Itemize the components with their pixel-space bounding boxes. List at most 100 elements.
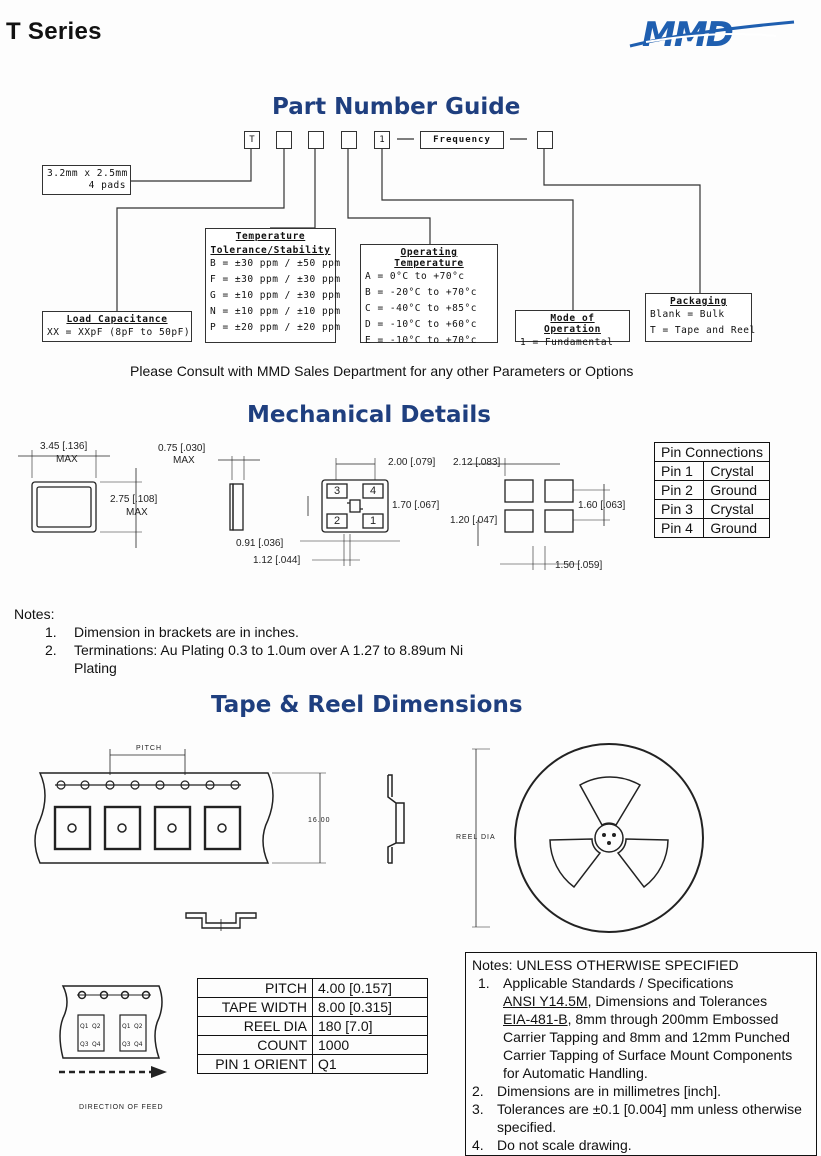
note-item: 2. Terminations: Au Plating 0.3 to 1.0um… [45,641,505,677]
spec-value: Q1 [312,1054,428,1074]
operating-temp-box: Operating Temperature A = 0°C to +70°c B… [360,244,498,346]
orientation-drawing: Q1 Q2 Q3 Q4 Q1 Q2 Q3 Q4 [59,985,167,1078]
dim-160: 1.60 [.063] [578,500,626,511]
dim-max: MAX [56,454,78,465]
tape-width-label: 16.00 [308,817,331,824]
code-box-packaging [537,131,553,149]
optemp-row: E = -10°C to +70°c [365,335,477,346]
dim-120: 1.20 [.047] [450,515,498,526]
note-text: Do not scale drawing. [497,1137,632,1153]
consult-text: Please Consult with MMD Sales Department… [130,363,634,379]
note-text: Dimensions are in millimetres [inch]. [497,1083,722,1099]
pin-function: Ground [703,480,770,500]
spec-key: PITCH [197,978,313,998]
quadrant-label: Q1 [122,1023,131,1030]
dim-200: 2.00 [.079] [388,457,436,468]
pin-function: Crystal [703,499,770,519]
quadrant-label: Q3 [80,1041,89,1048]
pin-label: Pin 2 [653,480,705,500]
spec-key: PIN 1 ORIENT [197,1054,313,1074]
tape-reel-drawing [34,743,704,933]
note-text: Applicable Standards / Specifications AN… [503,974,810,1082]
load-title: Load Capacitance [66,314,168,325]
quadrant-label: Q4 [134,1041,143,1048]
pitch-label: PITCH [136,745,162,752]
optemp-row: C = -40°C to +85°c [365,303,477,314]
eia-standard: EIA-481-B [503,1011,568,1027]
mode-title: Mode of Operation [544,313,601,335]
feed-arrow-icon [151,1066,167,1078]
note-number: 2. [472,1083,484,1099]
packaging-row: T = Tape and Reel [650,325,756,336]
mechanical-notes: Notes: 1. Dimension in brackets are in i… [14,605,505,677]
code-box-mode: 1 [374,131,390,149]
dim-height: 0.75 [.030] [158,443,206,454]
note-number: 1. [45,624,57,640]
tape-notes-title: Notes: UNLESS OTHERWISE SPECIFIED [472,957,739,973]
series-title: T Series [6,18,102,45]
stability-row: P = ±20 ppm / ±20 ppm [210,322,341,333]
stability-row: F = ±30 ppm / ±30 ppm [210,274,341,285]
stability-box: Temperature Tolerance/Stability B = ±30 … [205,228,341,343]
quadrant-label: Q1 [80,1023,89,1030]
spec-value: 180 [7.0] [312,1016,428,1036]
tape-reel-title: Tape & Reel Dimensions [211,692,523,718]
stability-row: G = ±10 ppm / ±30 ppm [210,290,341,301]
stability-title-1: Temperature [235,231,306,242]
note-number: 2. [45,642,57,658]
dim-length: 3.45 [.136] [40,441,88,452]
mode-box: Mode of Operation 1 = Fundamental [515,310,630,348]
mechanical-drawing [18,450,610,570]
code-box-type: T [244,131,260,149]
size-text: 3.2mm x 2.5mm [47,168,128,179]
code-box-load [276,131,292,149]
eia-description: , 8mm through 200mm Embossed Carrier Tap… [503,1011,793,1081]
pin-function: Ground [703,518,770,538]
dim-max: MAX [126,507,148,518]
code-box-frequency: Frequency [420,131,504,149]
quadrant-label: Q2 [134,1023,143,1030]
optemp-row: B = -20°C to +70°c [365,287,477,298]
pin-function: Crystal [703,461,770,481]
spec-value: 1000 [312,1035,428,1055]
pin-table-header: Pin Connections [654,442,770,462]
mode-row: 1 = Fundamental [520,337,614,348]
reel-dia-label: REEL DIA [456,834,496,841]
dim-max: MAX [173,455,195,466]
spec-key: REEL DIA [197,1016,313,1036]
part-guide-title: Part Number Guide [272,94,521,120]
mechanical-title: Mechanical Details [247,402,491,428]
note-number: 4. [472,1137,484,1153]
packaging-box: Packaging Blank = Bulk T = Tape and Reel [645,293,756,342]
code-box-stability [308,131,324,149]
note-item: 4. Do not scale drawing. [472,1136,810,1154]
spec-key: TAPE WIDTH [197,997,313,1017]
note-item: 1. Dimension in brackets are in inches. [45,623,505,641]
dim-170: 1.70 [.067] [392,500,440,511]
note-number: 3. [472,1101,484,1117]
spec-value: 8.00 [0.315] [312,997,428,1017]
dim-150: 1.50 [.059] [555,560,603,571]
code-box-optemp [341,131,357,149]
pin-label: Pin 4 [653,518,705,538]
optemp-row: D = -10°C to +60°c [365,319,477,330]
dim-112: 1.12 [.044] [253,555,301,566]
dim-width: 2.75 [.108] [110,494,158,505]
pads-text: 4 pads [88,180,126,191]
feed-direction-label: DIRECTION OF FEED [79,1104,164,1111]
pad-number: 2 [334,515,341,527]
pin-label: Pin 1 [653,461,705,481]
quadrant-label: Q2 [92,1023,101,1030]
quadrant-label: Q4 [92,1041,101,1048]
dim-212: 2.12 [.083] [453,457,501,468]
optemp-title: Operating Temperature [394,247,464,269]
pad-number: 1 [370,515,377,527]
spec-value: 4.00 [0.157] [312,978,428,998]
note-text: Terminations: Au Plating 0.3 to 1.0um ov… [74,642,464,676]
